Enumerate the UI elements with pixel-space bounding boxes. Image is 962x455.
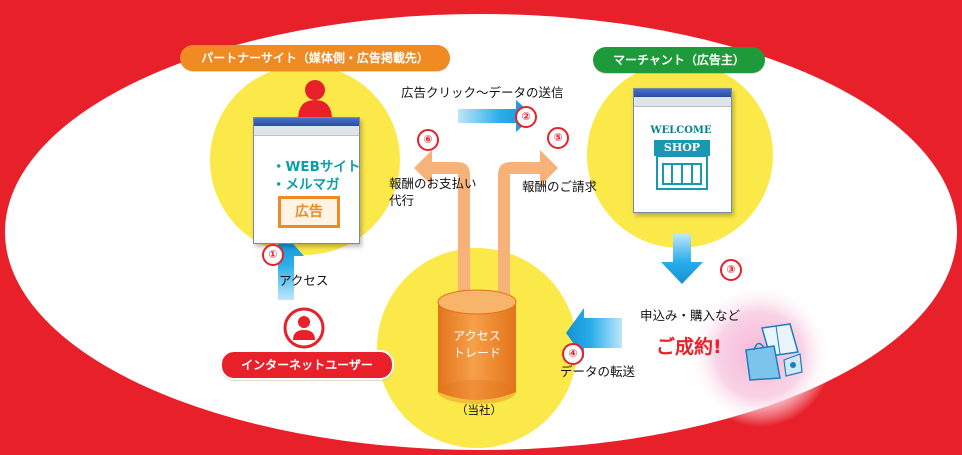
step-number-5: ⑤ [547, 127, 569, 149]
user-icon [298, 80, 332, 120]
partner-browser-window [253, 117, 360, 244]
database-label-line1: アクセス [453, 329, 501, 343]
step-number-6: ⑥ [417, 129, 439, 151]
welcome-text: WELCOME [650, 125, 712, 136]
cylinder-top [437, 289, 517, 315]
payment-arrow [414, 150, 470, 300]
partner-site-label: パートナーサイト（媒体側・広告掲載先） [180, 45, 450, 71]
cylinder-body [438, 302, 516, 400]
step-number-3: ③ [720, 259, 742, 281]
step-number-4: ④ [562, 343, 584, 365]
conversion-label: ご成約! [656, 336, 722, 358]
browser-titlebar [634, 89, 731, 97]
billing-arrow [498, 150, 558, 300]
click-arrow [458, 100, 534, 132]
data-transfer-label: データの転送 [560, 364, 636, 379]
browser-toolbar [634, 97, 731, 107]
application-label: 申込み・購入など [640, 308, 741, 323]
site-type-mailmag: ・メルマガ [272, 177, 340, 193]
payment-agency-label-line2: 代行 [389, 193, 415, 208]
billing-label: 報酬のご請求 [522, 179, 598, 194]
company-label: （当社） [456, 403, 502, 417]
internet-user-label: インターネットユーザー [220, 350, 394, 380]
merchant-label: マーチャント（広告主） [593, 47, 765, 73]
payment-agency-label-line1: 報酬のお支払い [389, 176, 477, 191]
shop-storefront-icon [656, 156, 708, 190]
step-number-1: ① [262, 244, 284, 266]
database-label-line2: トレード [452, 346, 501, 360]
click-to-send-label: 広告クリック～データの送信 [401, 85, 564, 100]
access-label: アクセス [279, 273, 329, 288]
site-type-web: ・WEBサイト [272, 159, 361, 175]
purchase-arrow [661, 234, 703, 284]
browser-titlebar [254, 118, 359, 126]
step-number-2: ② [515, 106, 537, 128]
ad-banner: 広告 [278, 196, 340, 228]
browser-toolbar [254, 126, 359, 136]
shop-sign: SHOP [654, 140, 710, 156]
database-label: アクセス トレード [440, 328, 514, 362]
internet-user-icon [283, 307, 325, 349]
shopping-bag-icon [745, 323, 803, 381]
